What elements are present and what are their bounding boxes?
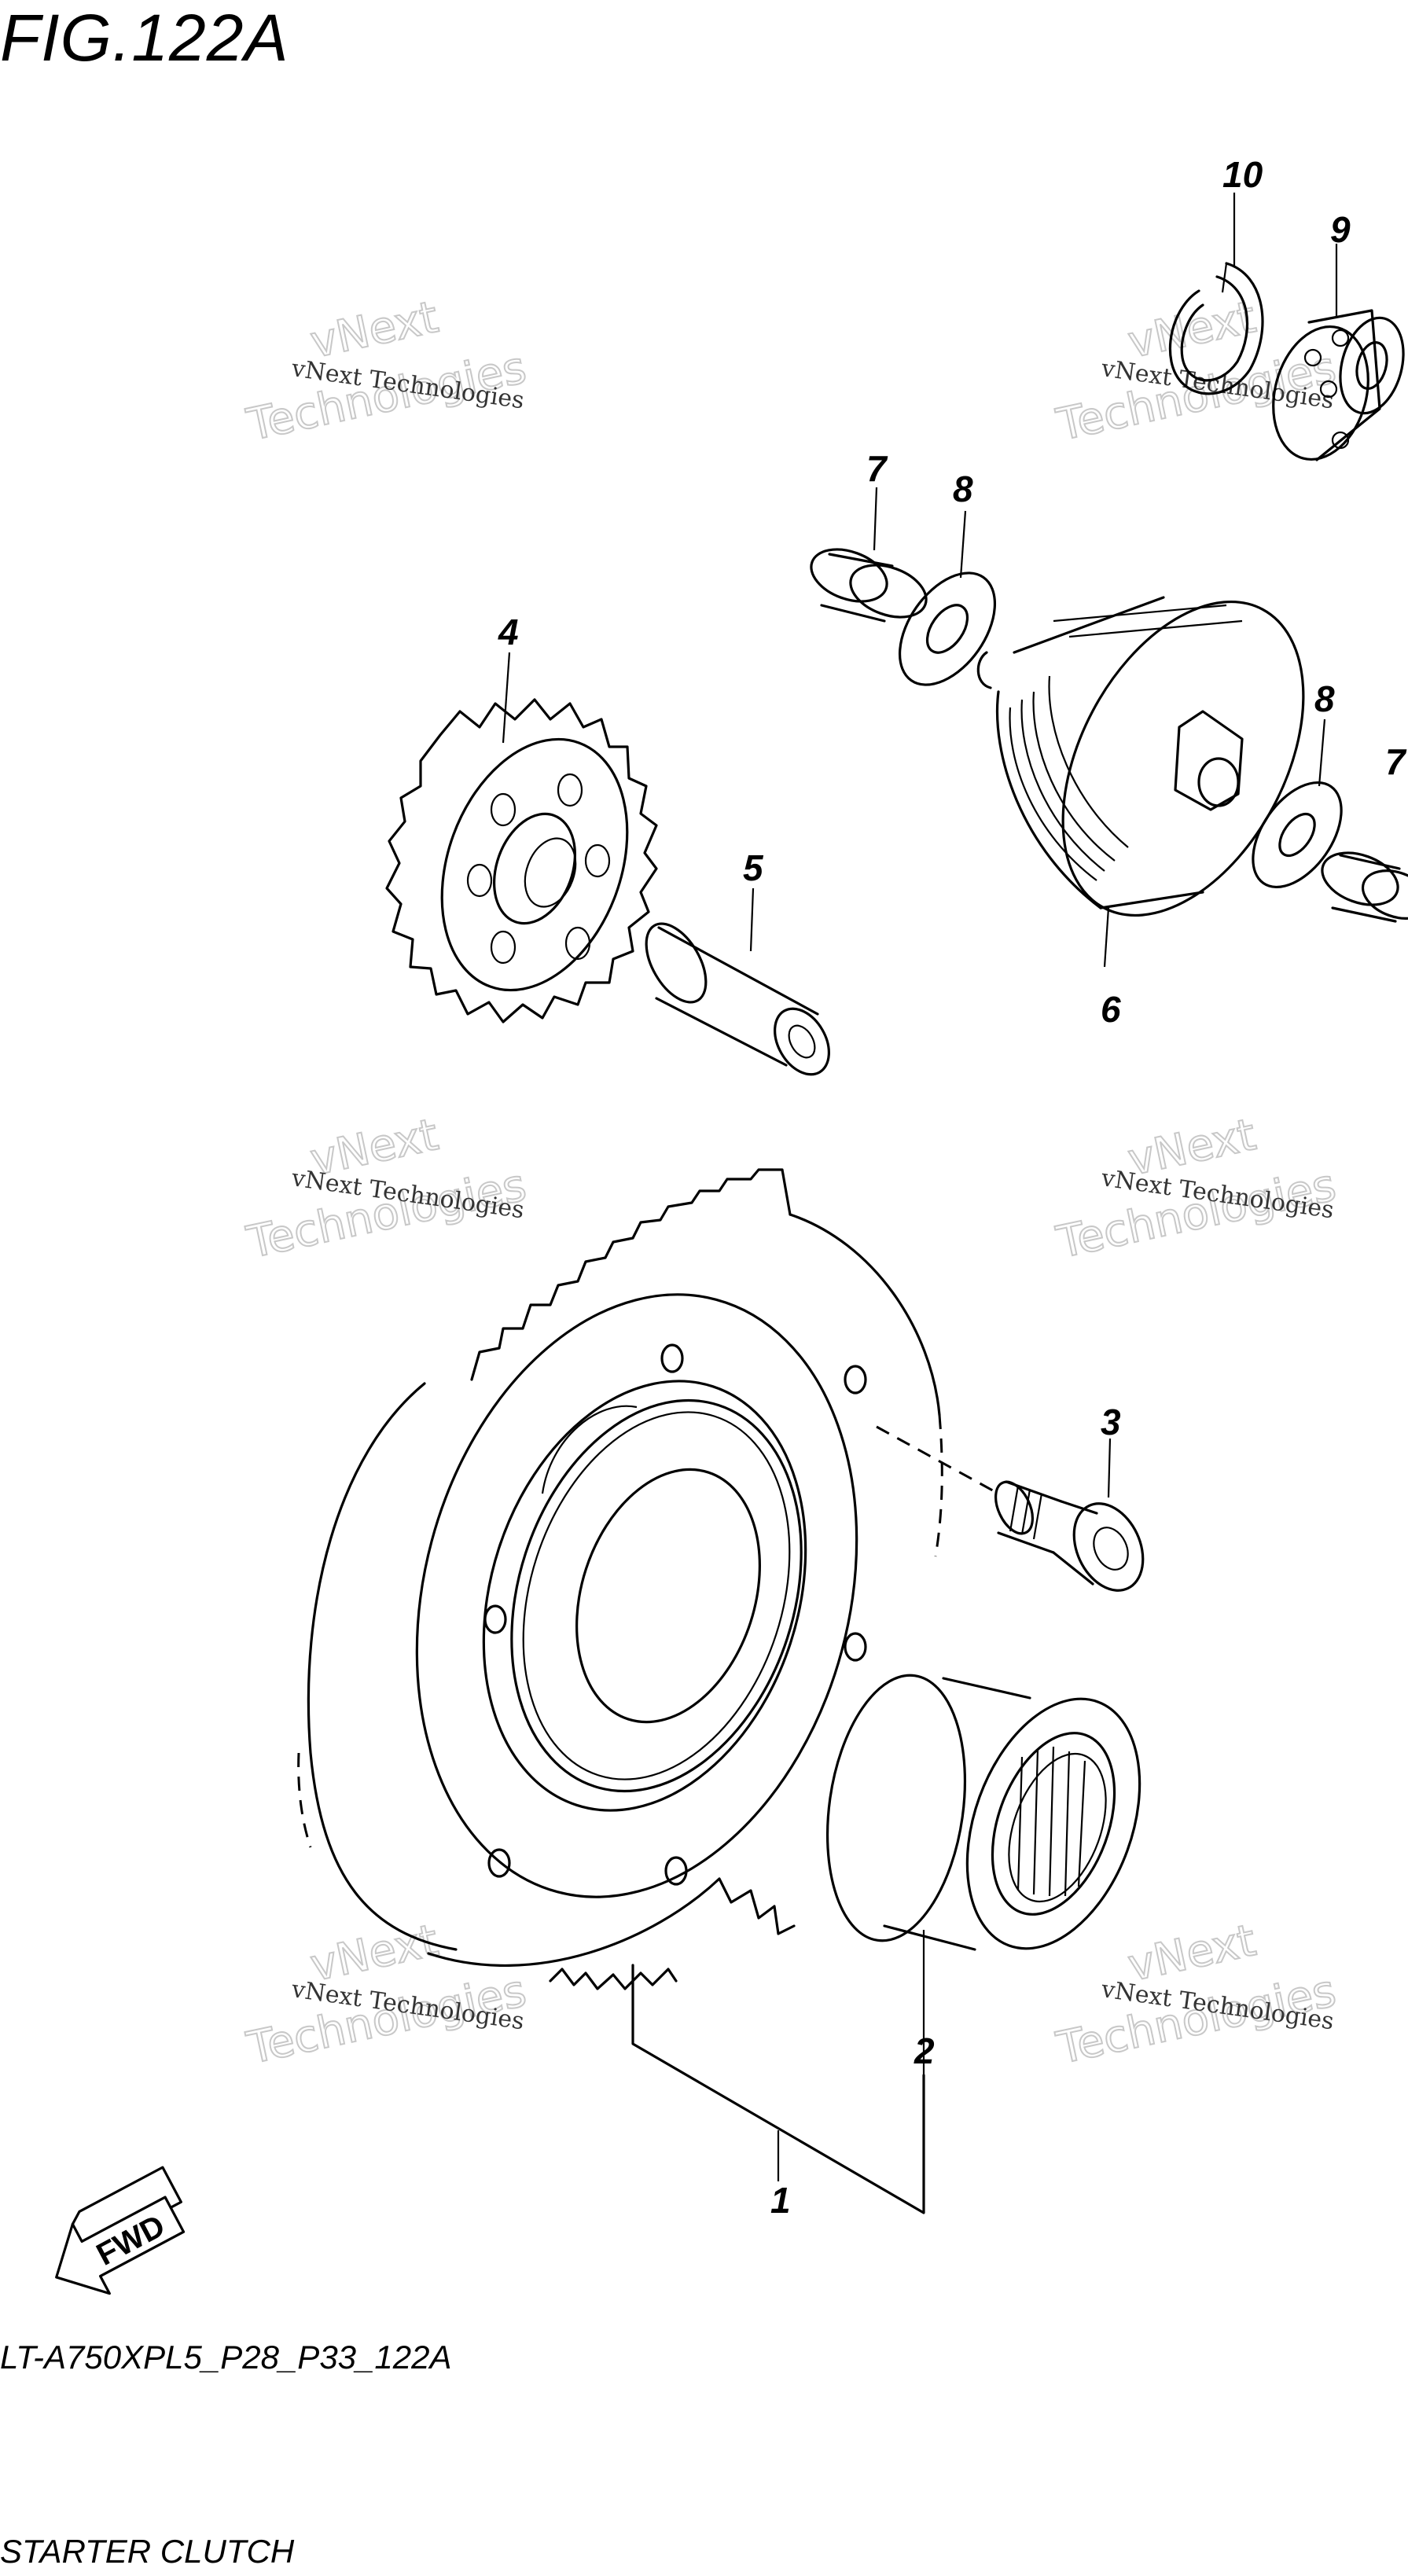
callout-3: 3 xyxy=(1101,1402,1121,1442)
callout-4: 4 xyxy=(498,612,519,652)
callout-8-right: 8 xyxy=(1314,678,1335,719)
watermark-top-left: vNext Technologies vNext Technologies xyxy=(241,291,531,452)
callout-2: 2 xyxy=(914,2030,935,2071)
model-code: LT-A750XPL5_P28_P33_122A xyxy=(0,2339,452,2376)
callout-labels: 10 9 7 8 4 5 6 8 7 3 2 1 xyxy=(498,154,1407,2221)
callout-7-right: 7 xyxy=(1385,741,1407,782)
callout-9: 9 xyxy=(1330,209,1351,250)
callout-7: 7 xyxy=(866,448,888,489)
watermark-bottom-left: vNext Technologies vNext Technologies xyxy=(241,1914,531,2075)
part-8-washer-left xyxy=(898,571,997,686)
fwd-label: FWD xyxy=(91,2208,171,2273)
part-7-collar-left xyxy=(810,548,928,623)
watermark-mid-left: vNext Technologies vNext Technologies xyxy=(241,1108,531,1270)
watermark-top-right: vNext Technologies vNext Technologies xyxy=(1051,291,1340,452)
part-6-clutch-hub xyxy=(976,596,1305,917)
watermark-bottom-right: vNext Technologies vNext Technologies xyxy=(1051,1914,1340,2075)
part-4-idle-gear xyxy=(385,698,658,1023)
watermark-big-top: vNext xyxy=(306,292,443,369)
leader-lines xyxy=(502,193,1338,2214)
part-9-bearing xyxy=(1272,309,1405,461)
fwd-direction-arrow: FWD xyxy=(55,2166,186,2295)
callout-5: 5 xyxy=(743,847,764,888)
part-5-shaft xyxy=(645,922,830,1076)
callout-1: 1 xyxy=(770,2180,791,2221)
callout-10: 10 xyxy=(1222,154,1263,195)
figure-title: FIG.122A xyxy=(0,1,289,75)
part-10-circlip xyxy=(1168,262,1264,395)
watermark-mid-right: vNext Technologies vNext Technologies xyxy=(1051,1108,1340,1270)
part-8-washer-right xyxy=(1252,781,1343,889)
watermark-big-top: vNext xyxy=(1123,1915,1260,1992)
part-2-oneway-clutch-bearing xyxy=(825,1674,1141,1951)
part-1-starter-driven-gear xyxy=(297,1168,999,1990)
callout-8: 8 xyxy=(953,469,973,509)
section-name: STARTER CLUTCH xyxy=(0,2533,295,2570)
callout-6: 6 xyxy=(1101,989,1121,1030)
part-3-bolt xyxy=(994,1480,1145,1592)
part-7-collar-right xyxy=(1321,851,1408,923)
